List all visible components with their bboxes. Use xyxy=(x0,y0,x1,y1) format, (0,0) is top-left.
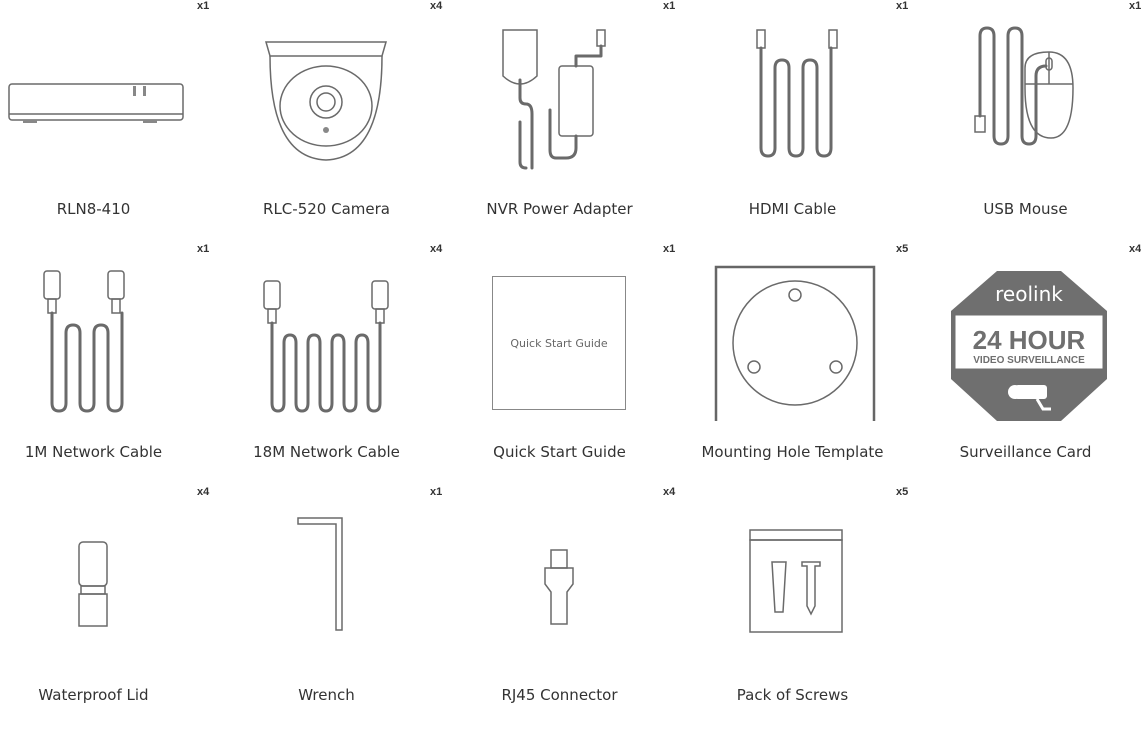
item-label: Waterproof Lid xyxy=(38,686,149,704)
item-mounting-template: x5 Mounting Hole Template xyxy=(676,243,909,486)
item-label: 18M Network Cable xyxy=(253,443,400,461)
screw-pack-icon xyxy=(692,504,892,664)
item-rj45-connector: x4 RJ45 Connector xyxy=(443,486,676,729)
quantity: x1 xyxy=(663,243,676,255)
quantity: x5 xyxy=(896,486,909,498)
guide-booklet-icon: Quick Start Guide xyxy=(459,261,659,421)
item-label: RLN8-410 xyxy=(56,200,131,218)
network-cable-icon xyxy=(0,261,193,421)
dome-camera-icon xyxy=(226,18,426,178)
item-label: USB Mouse xyxy=(983,200,1068,218)
mounting-template-icon xyxy=(692,261,892,427)
network-cable-long-icon xyxy=(226,261,426,421)
quantity: x1 xyxy=(1129,0,1141,12)
waterproof-lid-icon xyxy=(0,504,193,664)
item-label: RLC-520 Camera xyxy=(263,200,390,218)
nvr-icon xyxy=(0,18,193,178)
quantity: x5 xyxy=(896,243,909,255)
item-label: Mounting Hole Template xyxy=(701,443,884,461)
quantity: x4 xyxy=(430,243,443,255)
item-wrench: x1 Wrench xyxy=(210,486,443,729)
quantity: x4 xyxy=(1129,243,1141,255)
power-adapter-icon xyxy=(459,18,659,178)
wrench-icon xyxy=(226,504,426,664)
item-label: NVR Power Adapter xyxy=(486,200,633,218)
item-label: RJ45 Connector xyxy=(501,686,618,704)
item-screw-pack: x5 Pack of Screws xyxy=(676,486,909,729)
quantity: x4 xyxy=(430,0,443,12)
item-hdmi-cable: x1 HDMI Cable xyxy=(676,0,909,243)
quantity: x1 xyxy=(430,486,443,498)
quantity: x1 xyxy=(197,0,210,12)
guide-cover-text: Quick Start Guide xyxy=(492,276,626,410)
quantity: x4 xyxy=(197,486,210,498)
hdmi-cable-icon xyxy=(692,18,892,178)
sign-headline: 24 HOUR xyxy=(973,325,1086,355)
item-18m-network-cable: x4 18M Network Cable xyxy=(210,243,443,486)
item-camera: x4 RLC-520 Camera xyxy=(210,0,443,243)
item-1m-network-cable: x1 1M Network Cable xyxy=(0,243,210,486)
usb-mouse-icon xyxy=(925,18,1125,178)
item-label: HDMI Cable xyxy=(748,200,837,218)
surveillance-sign-icon: reolink 24 HOUR VIDEO SURVEILLANCE xyxy=(925,261,1125,421)
quantity: x4 xyxy=(663,486,676,498)
item-surveillance-card: x4 reolink 24 HOUR VIDEO SURVEILLANCE Su… xyxy=(909,243,1141,486)
sign-subline: VIDEO SURVEILLANCE xyxy=(973,355,1085,366)
quantity: x1 xyxy=(896,0,909,12)
item-label: Surveillance Card xyxy=(959,443,1092,461)
quantity: x1 xyxy=(663,0,676,12)
item-label: 1M Network Cable xyxy=(24,443,163,461)
item-nvr: x1 RLN8-410 xyxy=(0,0,210,243)
item-label: Quick Start Guide xyxy=(493,443,626,461)
item-quick-start-guide: x1 Quick Start Guide Quick Start Guide xyxy=(443,243,676,486)
item-waterproof-lid: x4 Waterproof Lid xyxy=(0,486,210,729)
item-label: Wrench xyxy=(298,686,355,704)
quantity: x1 xyxy=(197,243,210,255)
item-usb-mouse: x1 USB Mouse xyxy=(909,0,1141,243)
camera-icon xyxy=(1008,385,1051,411)
rj45-connector-icon xyxy=(459,504,659,664)
item-label: Pack of Screws xyxy=(736,686,849,704)
item-power-adapter: x1 NVR Power Adapter xyxy=(443,0,676,243)
sign-brand: reolink xyxy=(995,282,1063,306)
